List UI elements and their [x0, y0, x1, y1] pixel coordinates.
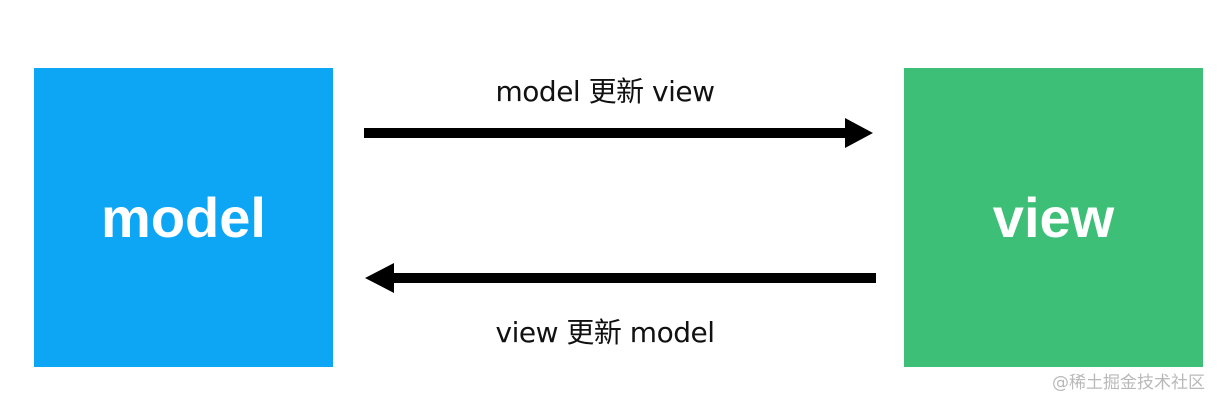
view-node-label: view	[992, 186, 1115, 249]
left-arrow-icon	[365, 263, 876, 293]
view-node: view	[904, 68, 1203, 367]
model-node: model	[34, 68, 333, 367]
right-arrow-icon	[364, 118, 873, 148]
model-node-label: model	[101, 186, 266, 249]
watermark: @稀土掘金技术社区	[1052, 373, 1205, 393]
model-to-view-label: model 更新 view	[495, 75, 715, 108]
view-to-model-label: view 更新 model	[495, 316, 715, 349]
